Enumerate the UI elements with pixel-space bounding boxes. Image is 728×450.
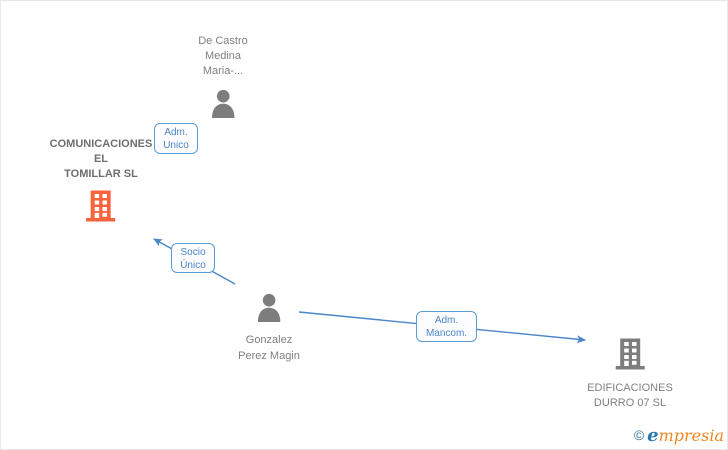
edge-label-line: Adm.	[434, 315, 459, 326]
node-label: De Castro	[198, 35, 248, 47]
brand-initial: e	[647, 425, 659, 446]
edge-label-line: Mancom.	[425, 328, 468, 339]
node-label: Gonzalez	[245, 334, 293, 346]
node-de-castro-medina[interactable]: De Castro Medina Maria-...	[198, 34, 248, 124]
node-label: COMUNICACIONES	[49, 138, 153, 150]
node-label: EL	[93, 153, 109, 165]
brand-name: mpresia	[658, 426, 724, 445]
node-label: Medina	[204, 50, 242, 62]
edge-label-line: Unico	[163, 140, 189, 151]
edge-label-adm-unico: Adm. Unico	[154, 123, 198, 154]
node-label: DURRO 07 SL	[593, 397, 667, 409]
edge-label-adm-mancom: Adm. Mancom.	[416, 311, 477, 342]
node-label: Perez Magin	[238, 350, 300, 362]
node-label: TOMILLAR SL	[64, 168, 138, 180]
person-icon	[198, 89, 248, 124]
node-edificaciones-durro[interactable]: EDIFICACIONES DURRO 07 SL	[587, 337, 673, 411]
node-label: Maria-...	[202, 65, 244, 77]
edge-label-line: Adm.	[164, 127, 188, 138]
edge-label-socio-unico: Socio Único	[171, 243, 215, 273]
person-icon	[238, 293, 300, 328]
edge-label-line: Único	[180, 260, 206, 271]
node-label: EDIFICACIONES	[587, 382, 673, 394]
building-icon	[50, 189, 153, 227]
node-comunicaciones-el-tomillar[interactable]: COMUNICACIONES EL TOMILLAR SL	[49, 137, 153, 227]
building-icon	[587, 337, 673, 375]
node-gonzalez-perez-magin[interactable]: Gonzalez Perez Magin	[238, 293, 300, 364]
copyright-icon: ©	[633, 427, 645, 443]
edge-label-line: Socio	[180, 247, 206, 258]
empresia-logo: ©empresia	[634, 425, 724, 446]
